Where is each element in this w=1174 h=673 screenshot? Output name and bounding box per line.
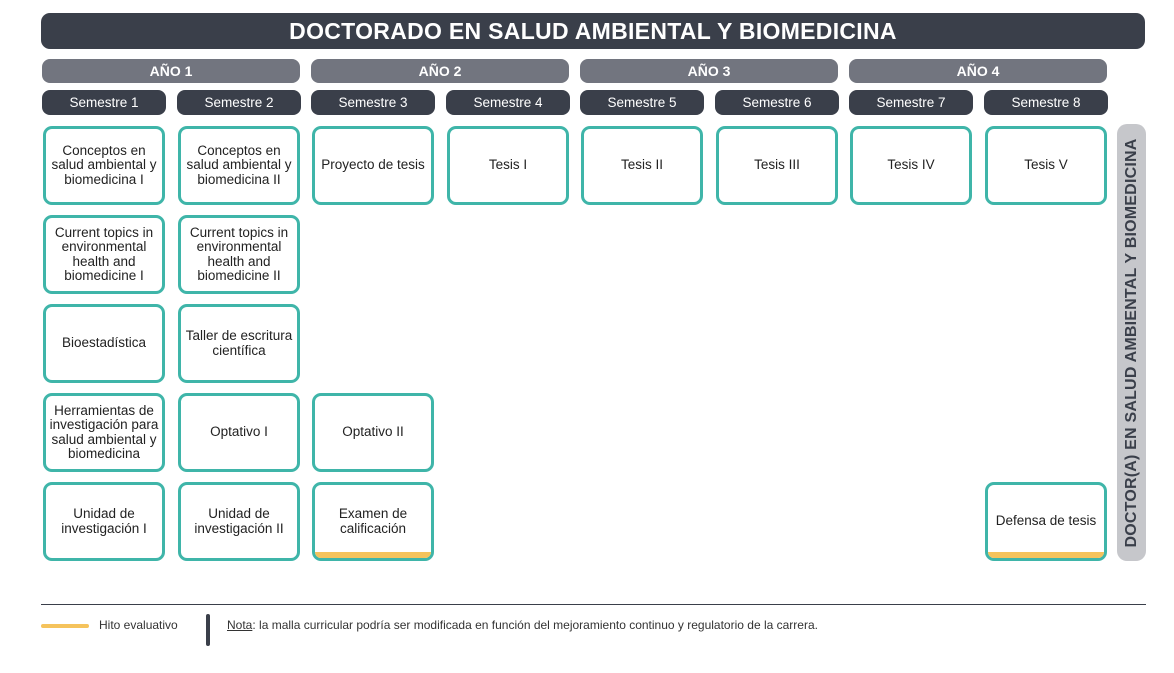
course-label: Conceptos en salud ambiental y biomedici… xyxy=(51,142,157,187)
course-label: Tesis I xyxy=(488,157,528,173)
course-label: Tesis II xyxy=(620,157,663,173)
course-box: Tesis V xyxy=(985,126,1107,205)
semester-6-header: Semestre 6 xyxy=(715,90,839,115)
year-1-header: AÑO 1 xyxy=(42,59,300,83)
semester-8-header: Semestre 8 xyxy=(984,90,1108,115)
course-box: Tesis III xyxy=(716,126,838,205)
course-label: Taller de escritura científica xyxy=(185,328,293,358)
course-label: Tesis III xyxy=(754,157,800,173)
course-box: Unidad de investigación I xyxy=(43,482,165,561)
course-box: Tesis IV xyxy=(850,126,972,205)
course-label: Bioestadística xyxy=(61,335,147,351)
course-box: Conceptos en salud ambiental y biomedici… xyxy=(178,126,300,205)
course-label: Current topics in environmental health a… xyxy=(54,224,154,283)
milestone-bar xyxy=(315,552,431,558)
semester-4-header: Semestre 4 xyxy=(446,90,570,115)
milestone-bar xyxy=(988,552,1104,558)
course-box: Current topics in environmental health a… xyxy=(178,215,300,294)
degree-side-label: DOCTOR(A) EN SALUD AMBIENTAL Y BIOMEDICI… xyxy=(1117,124,1146,561)
semester-1-header: Semestre 1 xyxy=(42,90,166,115)
course-label: Tesis V xyxy=(1024,157,1068,173)
year-2-header: AÑO 2 xyxy=(311,59,569,83)
footer-divider xyxy=(41,604,1146,605)
milestone-legend-swatch xyxy=(41,624,89,628)
semester-3-header: Semestre 3 xyxy=(311,90,435,115)
course-box-milestone: Examen de calificación xyxy=(312,482,434,561)
course-box: Tesis I xyxy=(447,126,569,205)
course-label: Defensa de tesis xyxy=(995,513,1097,529)
course-box: Conceptos en salud ambiental y biomedici… xyxy=(43,126,165,205)
note-label: Nota xyxy=(227,618,253,632)
course-label: Optativo II xyxy=(342,424,404,440)
course-label: Unidad de investigación II xyxy=(194,506,284,536)
course-label: Proyecto de tesis xyxy=(321,157,425,173)
course-box: Taller de escritura científica xyxy=(178,304,300,383)
footer-note: Nota: la malla curricular podría ser mod… xyxy=(227,618,818,632)
legend-separator xyxy=(206,614,210,646)
course-label: Examen de calificación xyxy=(338,506,408,536)
course-label: Herramientas de investigación para salud… xyxy=(49,402,159,461)
course-label: Optativo I xyxy=(210,424,268,440)
milestone-legend-label: Hito evaluativo xyxy=(99,618,178,632)
course-box: Bioestadística xyxy=(43,304,165,383)
course-box: Optativo II xyxy=(312,393,434,472)
course-label: Unidad de investigación I xyxy=(61,506,147,536)
course-box: Unidad de investigación II xyxy=(178,482,300,561)
course-label: Conceptos en salud ambiental y biomedici… xyxy=(186,142,292,187)
semester-7-header: Semestre 7 xyxy=(849,90,973,115)
course-box: Herramientas de investigación para salud… xyxy=(43,393,165,472)
course-label: Tesis IV xyxy=(887,157,935,173)
course-box: Current topics in environmental health a… xyxy=(43,215,165,294)
year-4-header: AÑO 4 xyxy=(849,59,1107,83)
semester-2-header: Semestre 2 xyxy=(177,90,301,115)
degree-title: DOCTOR(A) EN SALUD AMBIENTAL Y BIOMEDICI… xyxy=(1122,137,1140,548)
semester-5-header: Semestre 5 xyxy=(580,90,704,115)
course-box: Optativo I xyxy=(178,393,300,472)
note-text: : la malla curricular podría ser modific… xyxy=(252,618,818,632)
course-box: Proyecto de tesis xyxy=(312,126,434,205)
page-title: DOCTORADO EN SALUD AMBIENTAL Y BIOMEDICI… xyxy=(41,13,1145,49)
course-box: Tesis II xyxy=(581,126,703,205)
course-label: Current topics in environmental health a… xyxy=(189,224,289,283)
course-box-milestone: Defensa de tesis xyxy=(985,482,1107,561)
year-3-header: AÑO 3 xyxy=(580,59,838,83)
